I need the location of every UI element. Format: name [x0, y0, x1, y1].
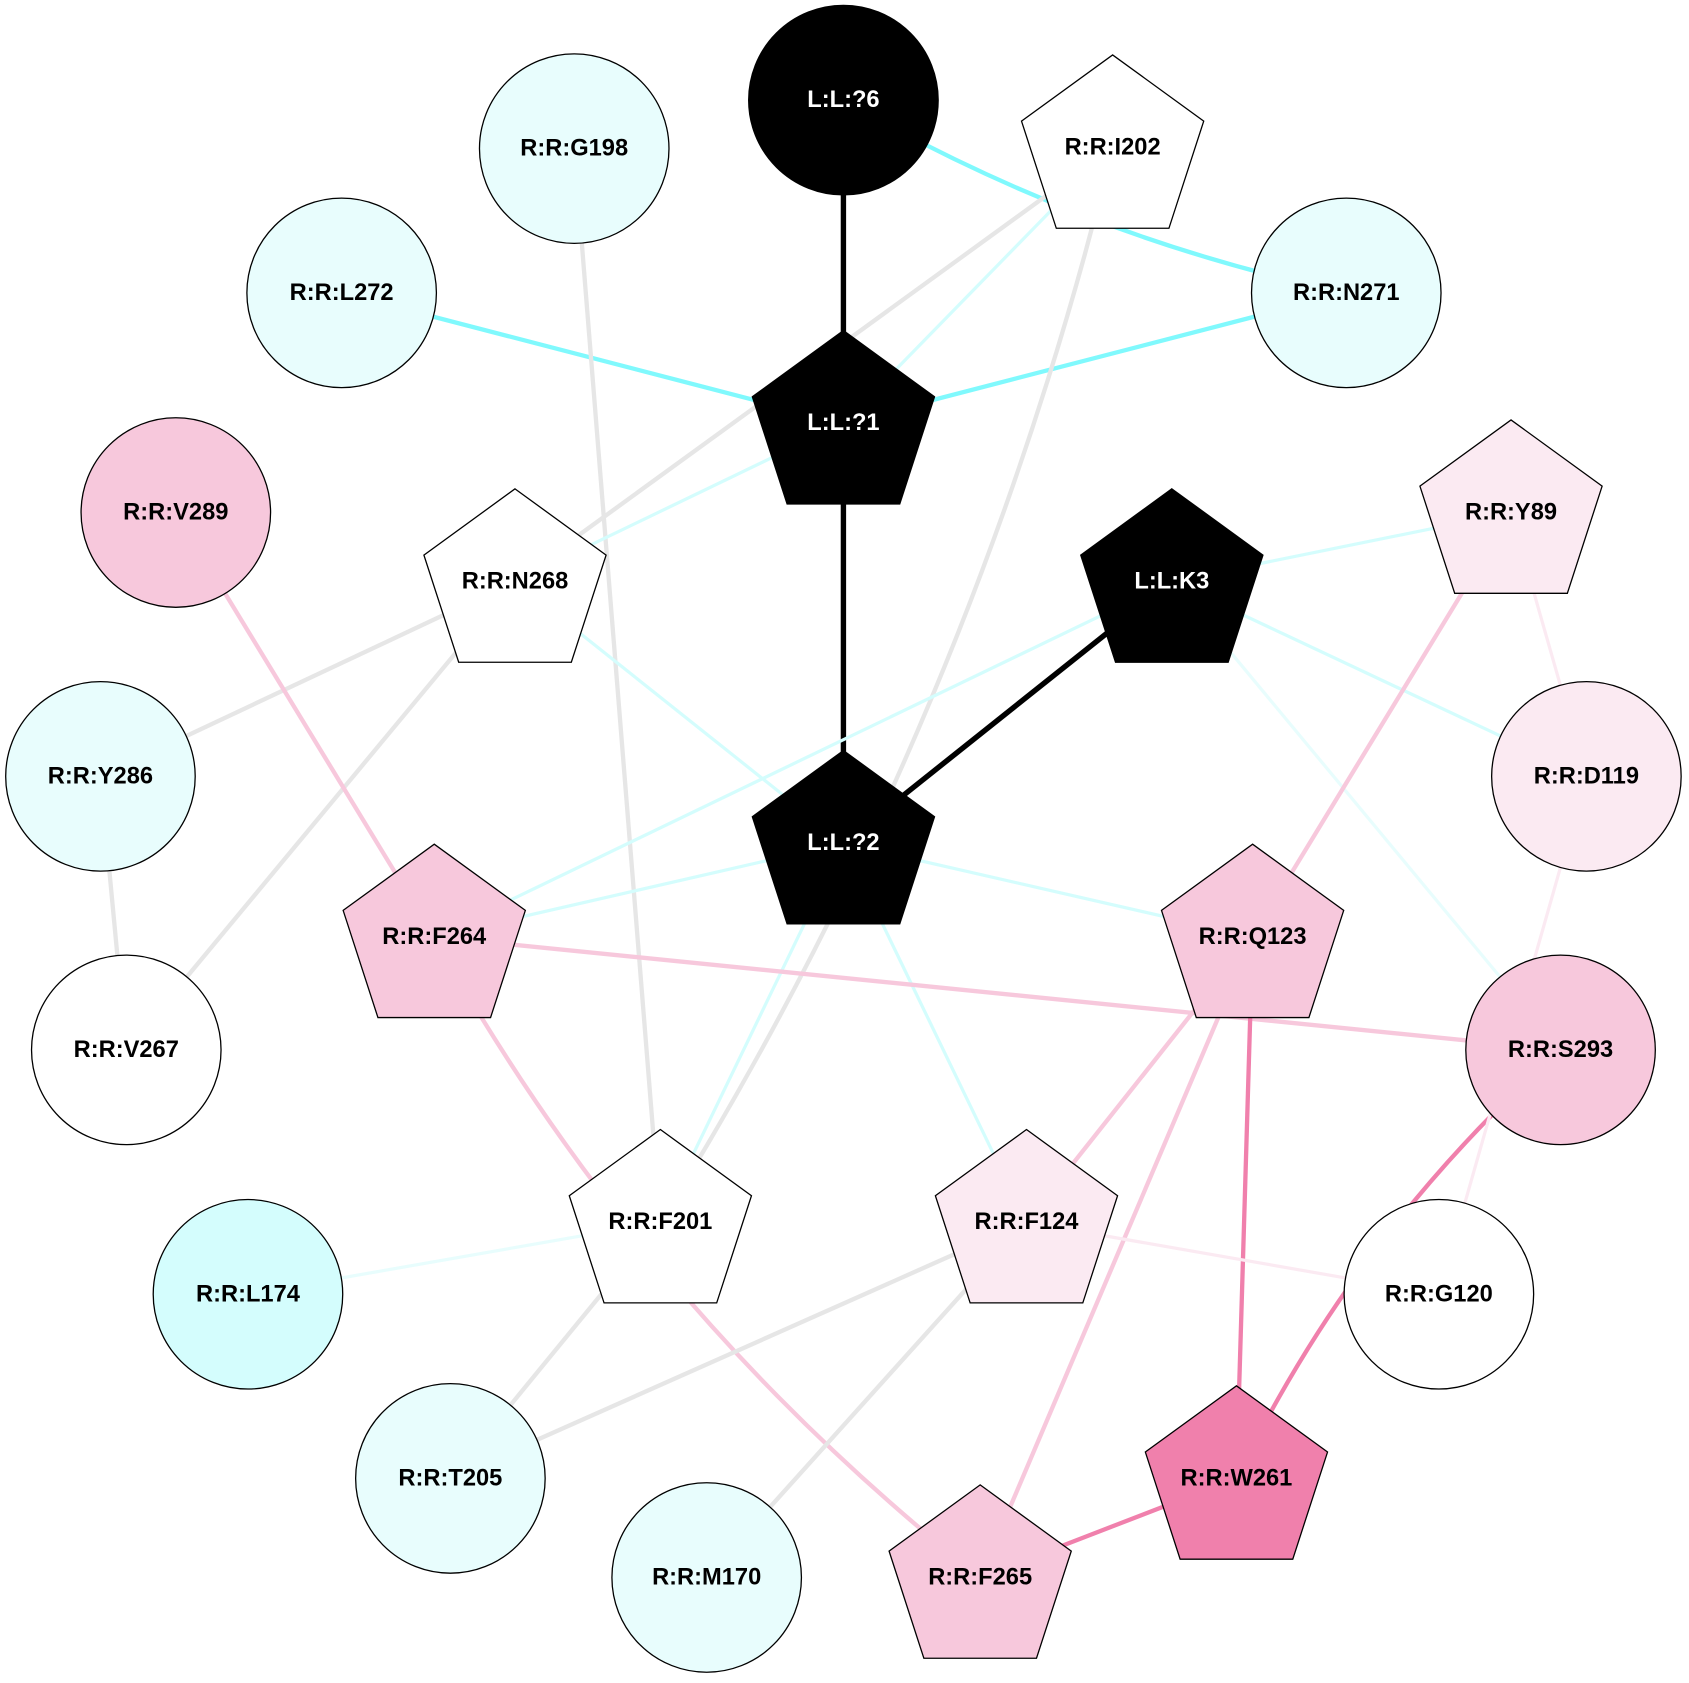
- circle-shape: [152, 1198, 344, 1390]
- circle-shape: [1465, 954, 1656, 1146]
- circle-shape: [478, 53, 670, 244]
- node-label: R:R:I202: [1065, 135, 1161, 161]
- node-r-r-v267[interactable]: R:R:V267: [30, 954, 222, 1146]
- node-r-r-v289[interactable]: R:R:V289: [80, 417, 272, 608]
- edge-r-r-i202-to-r-r-f201: [658, 147, 1115, 1224]
- node-r-r-f124[interactable]: R:R:F124: [934, 1128, 1119, 1304]
- circle-shape: [80, 417, 272, 608]
- circle-shape: [246, 197, 438, 389]
- node-label: L:L:?2: [807, 830, 879, 856]
- node-l-l-2[interactable]: L:L:?2: [751, 749, 936, 925]
- circle-shape: [748, 4, 939, 196]
- circle-shape: [1343, 1198, 1535, 1390]
- node-r-r-n268[interactable]: R:R:N268: [423, 488, 607, 663]
- node-r-r-g120[interactable]: R:R:G120: [1343, 1198, 1535, 1390]
- node-r-r-f265[interactable]: R:R:F265: [888, 1484, 1073, 1659]
- pentagon-shape: [1419, 419, 1603, 594]
- node-r-r-y89[interactable]: R:R:Y89: [1419, 419, 1603, 594]
- node-label: R:R:Y89: [1465, 500, 1557, 526]
- node-label: R:R:G198: [520, 136, 628, 162]
- node-r-r-y286[interactable]: R:R:Y286: [5, 680, 196, 872]
- node-r-r-i202[interactable]: R:R:I202: [1020, 54, 1205, 229]
- pentagon-shape: [423, 488, 607, 663]
- node-label: R:R:T205: [398, 1465, 502, 1491]
- node-r-r-d119[interactable]: R:R:D119: [1490, 680, 1682, 872]
- node-label: R:R:N268: [462, 568, 569, 594]
- node-label: R:R:D119: [1534, 763, 1639, 789]
- node-r-r-l174[interactable]: R:R:L174: [152, 1198, 344, 1390]
- pentagon-shape: [1160, 843, 1345, 1019]
- node-label: R:R:V267: [74, 1037, 179, 1063]
- node-label: R:R:W261: [1181, 1465, 1293, 1491]
- circle-shape: [354, 1383, 546, 1574]
- pentagon-shape: [1020, 54, 1205, 229]
- edge-l-l-k3-to-r-r-s293: [1170, 580, 1562, 1051]
- edge-r-r-f264-to-r-r-s293: [434, 934, 1561, 1052]
- circle-shape: [611, 1482, 803, 1673]
- node-label: R:R:N271: [1293, 280, 1400, 306]
- node-r-r-m170[interactable]: R:R:M170: [611, 1482, 803, 1673]
- node-label: L:L:K3: [1134, 568, 1209, 594]
- node-label: R:R:L272: [290, 280, 394, 306]
- node-label: R:R:M170: [652, 1564, 761, 1590]
- pentagon-shape: [342, 843, 527, 1019]
- node-label: R:R:Q123: [1199, 924, 1307, 950]
- node-l-l-1[interactable]: L:L:?1: [751, 329, 936, 505]
- node-label: R:R:F265: [928, 1564, 1032, 1590]
- node-label: L:L:?6: [807, 87, 879, 113]
- node-l-l-k3[interactable]: L:L:K3: [1079, 488, 1264, 663]
- node-label: L:L:?1: [807, 410, 879, 436]
- edge-r-r-q123-to-r-r-f265: [978, 935, 1255, 1579]
- circle-shape: [1250, 197, 1442, 389]
- node-label: R:R:S293: [1508, 1037, 1613, 1063]
- node-r-r-s293[interactable]: R:R:S293: [1465, 954, 1656, 1146]
- node-label: R:R:V289: [123, 500, 228, 526]
- pentagon-shape: [751, 749, 936, 925]
- node-r-r-f201[interactable]: R:R:F201: [568, 1128, 753, 1304]
- node-label: R:R:L174: [196, 1281, 301, 1307]
- pentagon-shape: [1079, 488, 1264, 663]
- node-r-r-g198[interactable]: R:R:G198: [478, 53, 670, 244]
- node-label: R:R:G120: [1385, 1281, 1493, 1307]
- pentagon-shape: [1144, 1385, 1329, 1560]
- edge-r-r-f124-to-r-r-t205: [449, 1220, 1028, 1481]
- node-l-l-6[interactable]: L:L:?6: [748, 4, 939, 196]
- node-r-r-t205[interactable]: R:R:T205: [354, 1383, 546, 1574]
- pentagon-shape: [934, 1128, 1119, 1304]
- node-r-r-f264[interactable]: R:R:F264: [342, 843, 527, 1019]
- node-label: R:R:Y286: [48, 763, 153, 789]
- node-label: R:R:F201: [608, 1209, 712, 1235]
- node-r-r-n271[interactable]: R:R:N271: [1250, 197, 1442, 389]
- edge-r-r-g198-to-r-r-f201: [572, 148, 663, 1223]
- node-label: R:R:F124: [975, 1209, 1080, 1235]
- node-r-r-q123[interactable]: R:R:Q123: [1160, 843, 1345, 1019]
- pentagon-shape: [751, 329, 936, 505]
- node-r-r-l272[interactable]: R:R:L272: [246, 197, 438, 389]
- circle-shape: [5, 680, 196, 872]
- circle-shape: [30, 954, 222, 1146]
- pentagon-shape: [888, 1484, 1073, 1659]
- circle-shape: [1490, 680, 1682, 872]
- node-label: R:R:F264: [382, 924, 487, 950]
- edge-r-r-n268-to-r-r-v267: [124, 580, 517, 1052]
- node-r-r-w261[interactable]: R:R:W261: [1144, 1385, 1329, 1560]
- edge-l-l-k3-to-r-r-f264: [433, 580, 1173, 939]
- pentagon-shape: [568, 1128, 753, 1304]
